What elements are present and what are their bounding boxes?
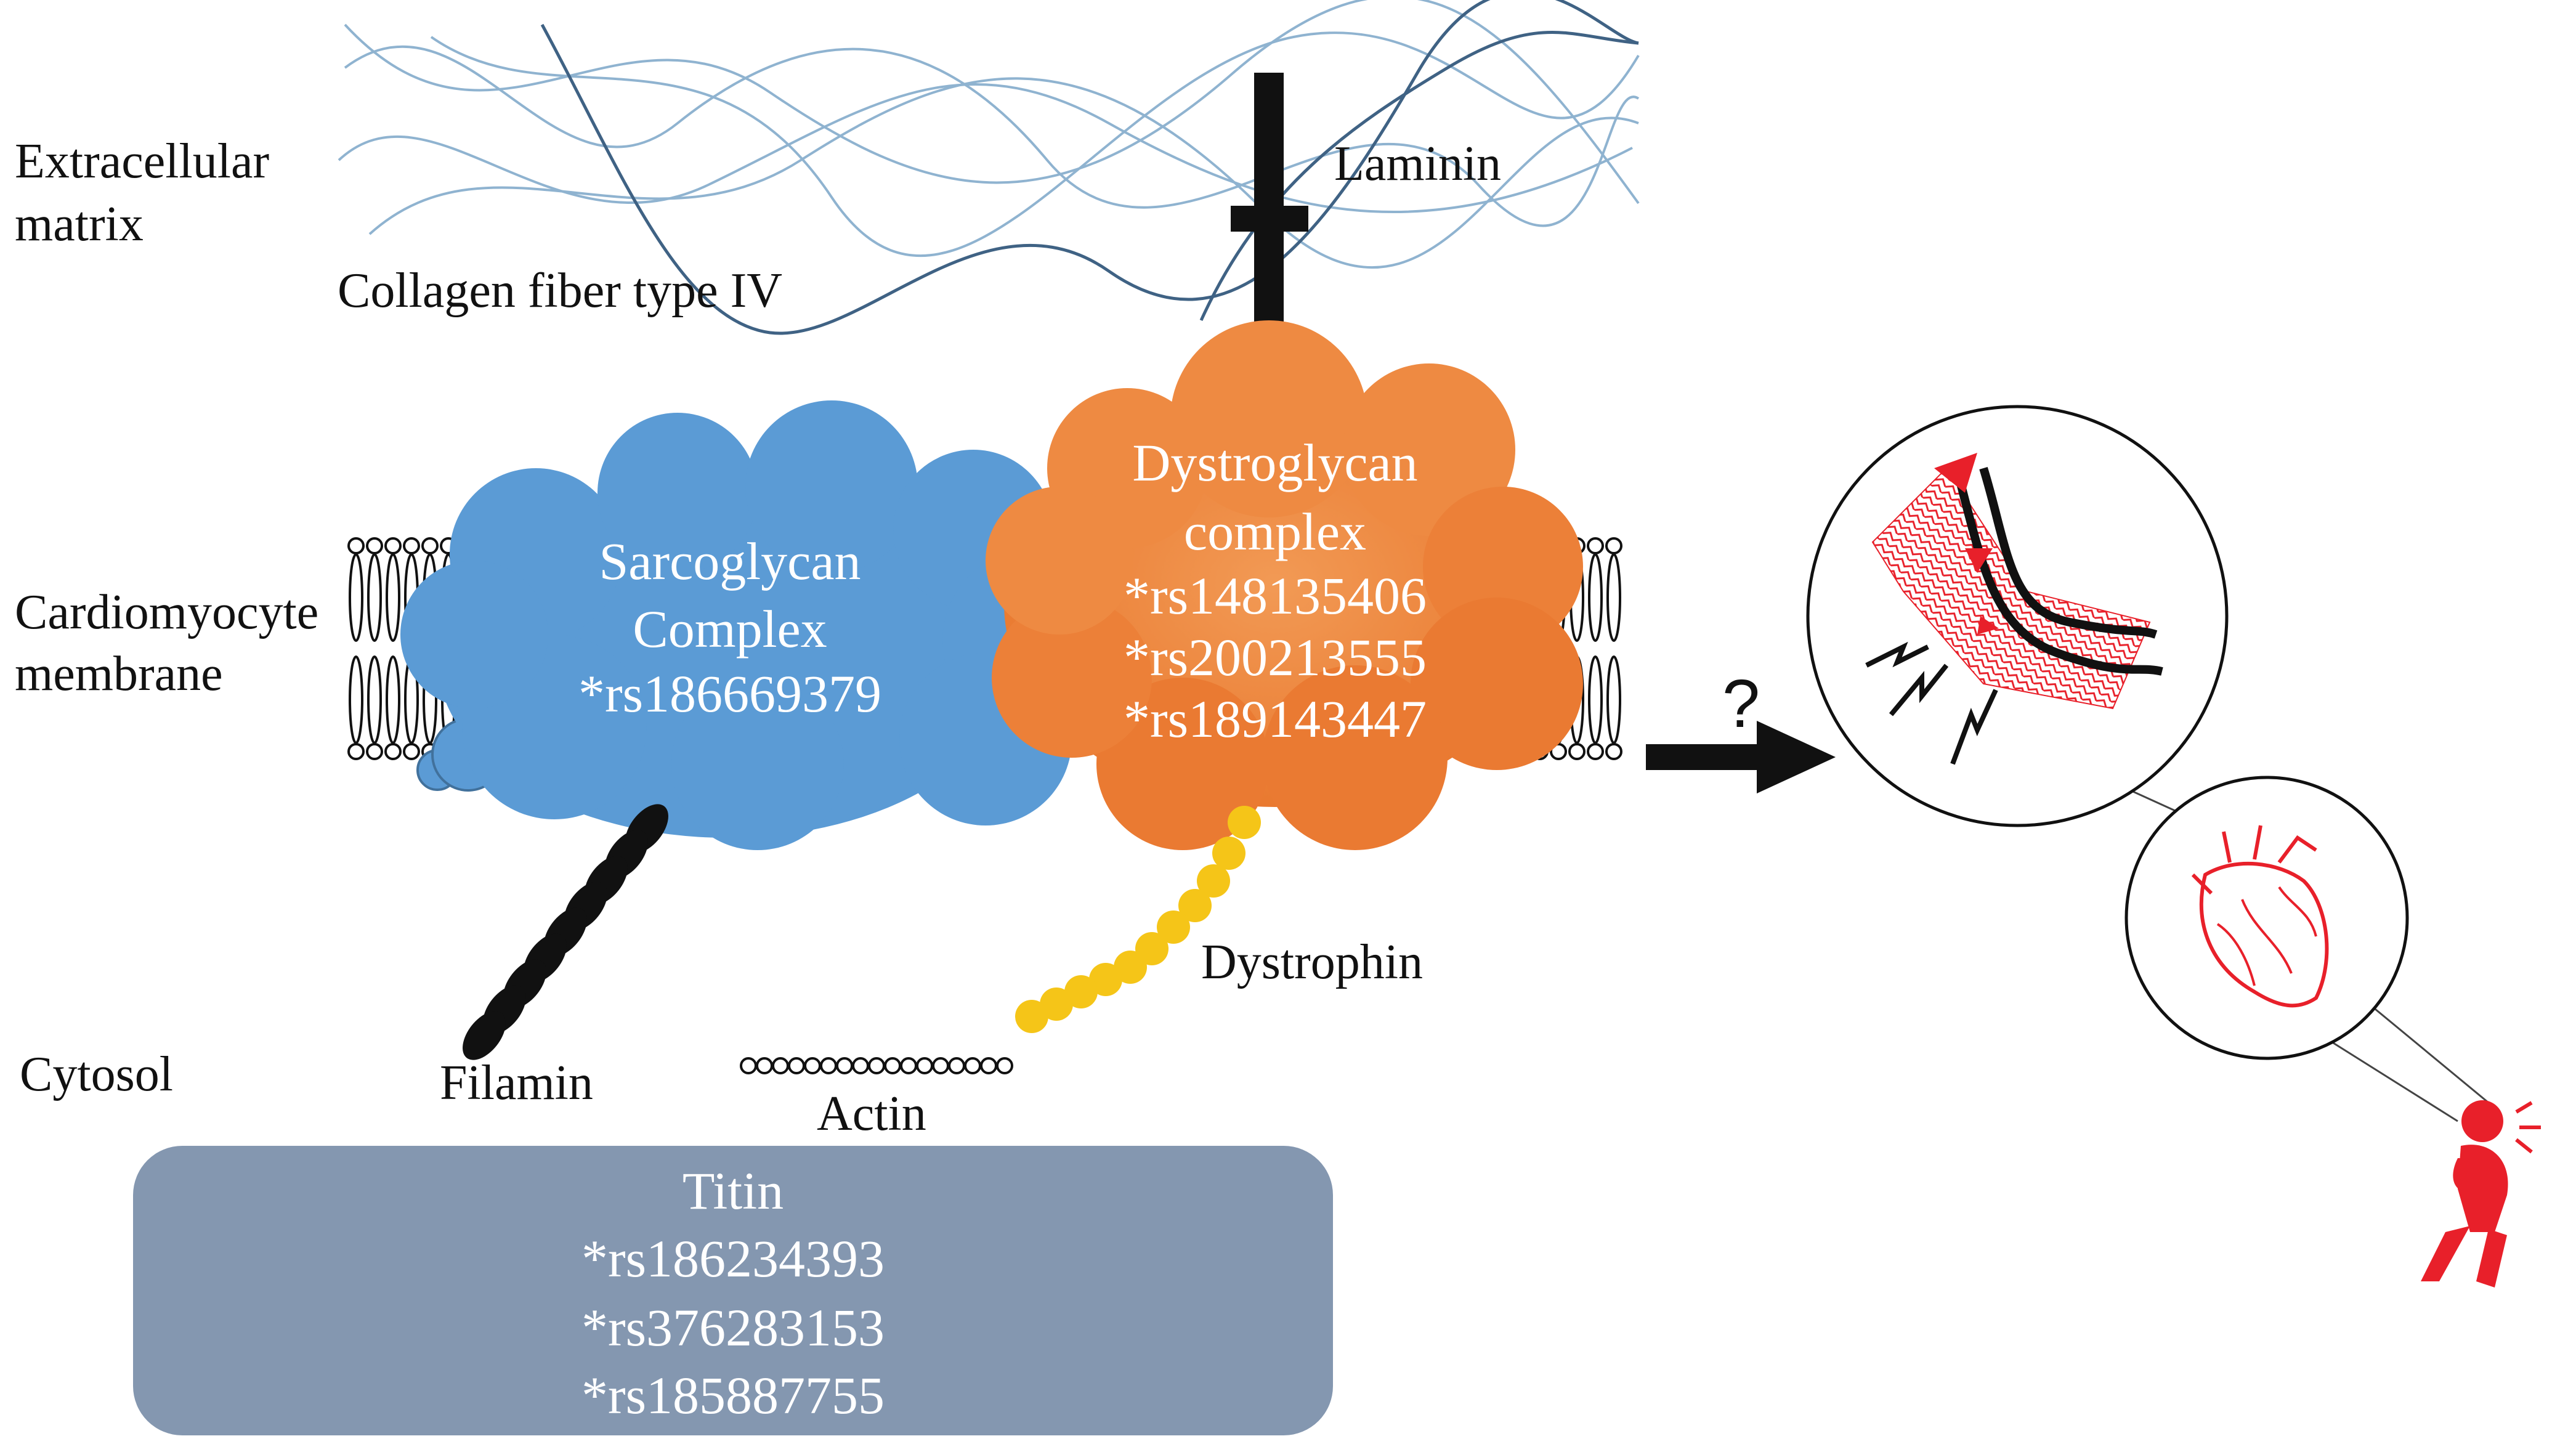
titin-snp: *rs185887755 [581,1366,885,1425]
titin-box [133,1146,1333,1435]
actin-monomer [900,1057,917,1074]
actin-monomer [836,1057,853,1074]
actin-monomer [996,1057,1013,1074]
region-extracellular-label-line2: matrix [15,197,144,251]
dystrophin-bead [1178,889,1212,922]
question-mark: ? [1722,666,1760,742]
actin-monomer [820,1057,837,1074]
actin-monomer [868,1057,885,1074]
actin-monomer [916,1057,933,1074]
lipid-tail [386,553,400,642]
dystrophin-bead [1228,806,1261,839]
actin-monomer [804,1057,821,1074]
dystrophin-bead [1135,932,1169,965]
lipid-tail [386,655,400,744]
filamin [463,804,668,1060]
dystrophin-bead [1089,963,1122,996]
dystrophin-bead [1157,911,1190,944]
lipid-head [384,743,402,760]
laminin [1231,73,1308,368]
actin-monomer [980,1057,997,1074]
dystroglycan-snp: *rs148135406 [1124,566,1427,625]
dystrophin-bead [1015,1000,1048,1033]
actin [740,1057,1013,1074]
region-cytosol-label: Cytosol [20,1047,173,1101]
lipid-tail [1606,553,1621,642]
dystrophin-label: Dystrophin [1201,935,1423,989]
lipid-head [1605,537,1622,554]
lipid-tail [1606,655,1621,744]
titin-title: Titin [682,1161,784,1220]
lipid-tail [349,655,363,744]
region-extracellular-label: Extracellular [15,134,269,189]
heart-icon [2124,776,2409,1060]
dystroglycan-title-line2: complex [1184,502,1366,561]
titin-snp: *rs376283153 [581,1298,885,1357]
artery-rupture-icon [1806,405,2229,827]
region-membrane-label: Cardiomyocyte [15,585,318,639]
region-membrane-label-line2: membrane [15,647,223,701]
actin-monomer [772,1057,789,1074]
sarcoglycan-title-line2: Complex [633,599,827,659]
lipid-head [1605,743,1622,760]
lipid-tail [367,553,382,642]
dystroglycan-title: Dystroglycan [1132,433,1417,492]
actin-monomer [964,1057,981,1074]
lipid-tail [1588,553,1603,642]
sarcoglycan-title: Sarcoglycan [599,532,861,591]
causal-arrow [1646,721,1836,793]
actin-label: Actin [817,1087,926,1141]
lipid-head [421,537,439,554]
lipid-head [366,537,383,554]
actin-monomer [788,1057,805,1074]
sarcoglycan-snp: *rs186669379 [578,664,881,723]
actin-monomer [948,1057,965,1074]
collagen-fibers [338,0,1640,335]
filamin-segment [463,1011,506,1060]
outcome-panel [1806,405,2541,1288]
dystrophin-bead [1114,951,1147,984]
dystrophin [1015,806,1261,1033]
dystroglycan-snp: *rs200213555 [1124,628,1427,687]
lipid-tail [1588,655,1603,744]
lipid-head [366,743,383,760]
laminin-label: Laminin [1334,137,1501,191]
lipid-head [347,743,365,760]
lipid-head [1587,537,1604,554]
lipid-head [403,743,420,760]
dystrophin-bead [1197,864,1230,898]
actin-monomer [932,1057,949,1074]
lipid-head [403,537,420,554]
lipid-head [1568,743,1586,760]
actin-monomer [756,1057,773,1074]
dystrophin-bead [1040,988,1073,1021]
lipid-head [1587,743,1604,760]
dystroglycan-snp: *rs189143447 [1124,689,1427,748]
dystroglycan-complex [986,320,1583,850]
lipid-tail [349,553,363,642]
actin-monomer [740,1057,757,1074]
lipid-tail [367,655,382,744]
dystrophin-bead [1064,975,1098,1008]
actin-monomer [884,1057,901,1074]
actin-monomer [852,1057,869,1074]
filamin-label: Filamin [440,1056,593,1110]
collagen-label: Collagen fiber type IV [338,264,782,318]
lipid-head [384,537,402,554]
dystrophin-bead [1212,837,1245,870]
titin-snp: *rs186234393 [581,1229,885,1288]
patient-chest-pain-icon [2421,1100,2541,1288]
lipid-head [347,537,365,554]
